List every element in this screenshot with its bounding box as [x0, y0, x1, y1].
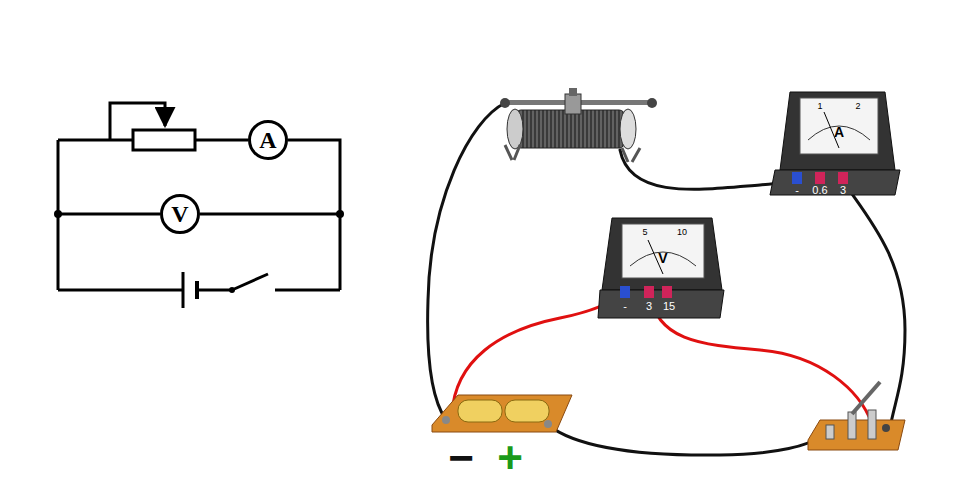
meter-label: 15: [663, 301, 675, 312]
rheostat: [500, 88, 657, 162]
meter-label: 5: [642, 228, 647, 237]
meter-label: 3: [646, 301, 652, 312]
meter-label: V: [658, 251, 667, 265]
voltmeter: [598, 218, 724, 318]
meter-symbol: A: [248, 120, 288, 160]
meter-label: −: [448, 436, 474, 480]
meter-letter: V: [171, 202, 188, 226]
meter-label: 2: [855, 102, 860, 111]
meter-label: -: [623, 301, 627, 312]
battery-holder: [432, 395, 572, 432]
schematic-wires: [58, 103, 340, 308]
meter-label: 10: [677, 228, 687, 237]
ammeter: [770, 92, 900, 195]
meter-label: -: [795, 185, 799, 196]
battery-symbol: [182, 272, 185, 308]
switch-symbol: [232, 274, 268, 290]
meter-label: A: [834, 125, 844, 139]
meter-label: +: [497, 436, 523, 480]
meter-label: 0.6: [812, 185, 827, 196]
meter-label: 3: [840, 185, 846, 196]
switch: [808, 382, 905, 450]
meter-letter: A: [259, 128, 276, 152]
meter-label: 1: [817, 102, 822, 111]
meter-symbol: V: [160, 194, 200, 234]
rheostat-symbol: [133, 130, 195, 150]
